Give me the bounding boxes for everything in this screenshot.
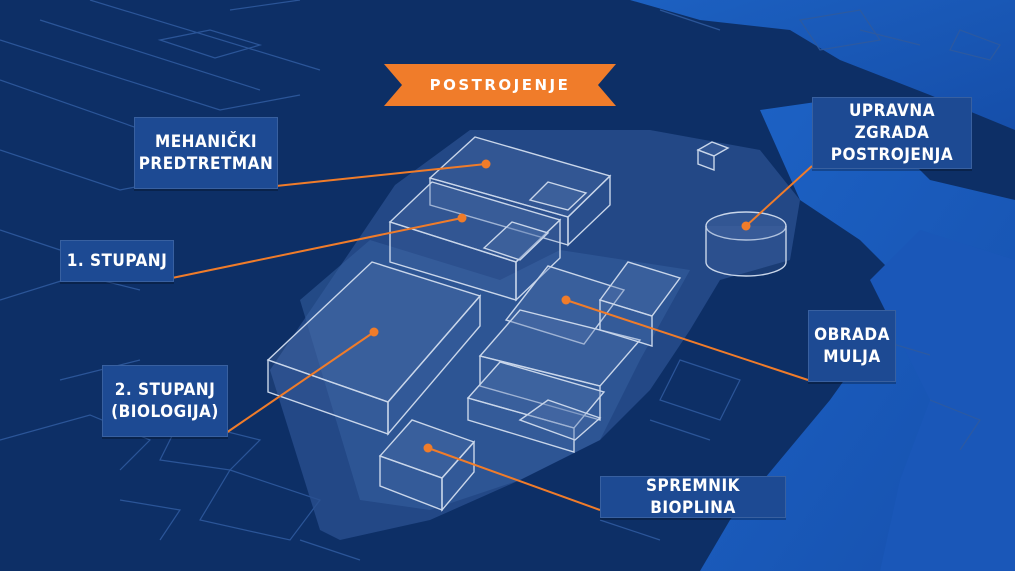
- label-upravna-line-2: POSTROJENJA: [830, 145, 954, 165]
- label-stupanj2-line-1: 2. STUPANJ: [114, 380, 216, 400]
- leader-obrada: [565, 299, 809, 381]
- river-inner: [870, 230, 1015, 571]
- label-upravna-zgrada: UPRAVNA ZGRADA POSTROJENJA: [812, 97, 972, 169]
- label-spremnik-line-1: SPREMNIK BIOPLINA: [645, 476, 740, 518]
- label-obrada-mulja: OBRADA MULJA: [808, 310, 896, 382]
- label-1-stupanj: 1. STUPANJ: [60, 240, 174, 282]
- leader-mehanicki: [275, 163, 487, 187]
- label-upravna-line-1: UPRAVNA ZGRADA: [848, 101, 936, 143]
- leader-spremnik: [427, 447, 601, 511]
- label-mehanicki-line-1: MEHANIČKI: [154, 132, 258, 152]
- leader-stupanj2: [225, 331, 375, 434]
- label-2-stupanj: 2. STUPANJ (BIOLOGIJA): [102, 365, 228, 437]
- label-obrada-line-2: MULJA: [823, 347, 881, 367]
- label-stupanj1-line-1: 1. STUPANJ: [66, 251, 168, 271]
- river-top: [630, 0, 1015, 130]
- label-mehanicki-line-2: PREDTRETMAN: [138, 154, 274, 174]
- leader-points: [369, 159, 751, 453]
- site-ground-inner: [300, 240, 690, 510]
- label-mehanicki-predtretman: MEHANIČKI PREDTRETMAN: [134, 117, 278, 189]
- leader-upravna: [745, 165, 813, 227]
- map-outlines: [0, 0, 1001, 561]
- title-banner: POSTROJENJE: [384, 64, 616, 106]
- leader-lines: [171, 163, 813, 511]
- ribbon-shape: [384, 64, 616, 106]
- label-spremnik-bioplina: SPREMNIK BIOPLINA: [600, 476, 786, 518]
- leader-stupanj1: [171, 217, 463, 279]
- page-title: POSTROJENJE: [429, 76, 571, 94]
- label-obrada-line-1: OBRADA: [814, 325, 890, 345]
- label-stupanj2-line-2: (BIOLOGIJA): [111, 402, 219, 422]
